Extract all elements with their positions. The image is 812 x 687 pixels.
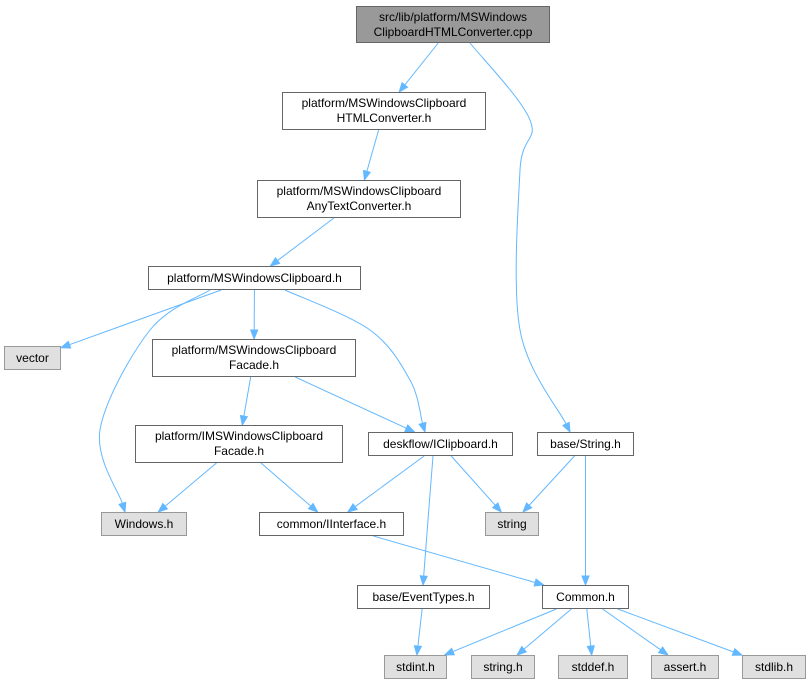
edge-arrowhead xyxy=(418,421,427,434)
edge-clip-to-windows xyxy=(98,289,211,504)
edge-arrowhead xyxy=(562,421,571,434)
node-label-line-1: Windows.h xyxy=(114,516,174,531)
edge-arrowhead xyxy=(419,575,428,587)
edge-iclip-to-string xyxy=(450,455,496,506)
node-label-line-1: string.h xyxy=(483,659,523,674)
edge-arrowhead xyxy=(239,414,249,427)
node-vector: vector xyxy=(4,346,61,370)
node-iinterface-header[interactable]: common/IInterface.h xyxy=(259,512,404,536)
edge-anytext-to-clip xyxy=(277,217,335,261)
node-label-line-1: Common.h xyxy=(556,589,615,604)
node-label-line-1: platform/MSWindowsClipboard.h xyxy=(167,270,342,285)
node-label-line-2: ClipboardHTMLConverter.cpp xyxy=(373,24,533,39)
node-iclipboard-header[interactable]: deskflow/IClipboard.h xyxy=(368,432,513,456)
edge-arrowhead xyxy=(118,501,127,514)
edge-arrowhead xyxy=(157,502,169,513)
edge-arrowhead xyxy=(533,578,546,587)
node-label-line-2: Facade.h xyxy=(213,444,265,458)
edge-clip-to-iclip xyxy=(284,289,423,424)
edge-src-to-string_h xyxy=(469,42,567,425)
edge-iclip-to-eventtypes xyxy=(423,455,434,577)
node-html-converter-header[interactable]: platform/MSWindowsClipboard HTMLConverte… xyxy=(282,92,486,130)
edge-arrowhead xyxy=(443,647,456,656)
node-label-line-1: platform/MSWindowsClipboard xyxy=(301,96,467,110)
node-label-line-1: vector xyxy=(16,350,49,365)
edge-arrowhead xyxy=(269,256,281,267)
node-label-line-1: common/IInterface.h xyxy=(276,516,387,531)
edge-arrowhead xyxy=(404,424,416,433)
edge-arrowhead xyxy=(362,169,372,182)
node-base-string-header[interactable]: base/String.h xyxy=(537,432,634,456)
edge-eventtypes-to-stdint xyxy=(417,608,423,647)
edge-arrowhead xyxy=(249,329,259,341)
node-label-line-2: Facade.h xyxy=(228,358,280,372)
node-mswindows-clipboard-header[interactable]: platform/MSWindowsClipboard.h xyxy=(148,266,361,290)
node-event-types-header[interactable]: base/EventTypes.h xyxy=(357,585,490,609)
node-source-file: src/lib/platform/MSWindows ClipboardHTML… xyxy=(356,6,550,43)
edge-src-to-html xyxy=(404,42,439,86)
edge-arrowhead xyxy=(346,502,359,513)
node-label-line-1: src/lib/platform/MSWindows xyxy=(378,9,528,24)
edge-arrowhead xyxy=(657,646,670,656)
node-label-line-1: assert.h xyxy=(663,659,707,674)
node-label-line-2: HTMLConverter.h xyxy=(336,111,432,125)
node-label-line-1: base/EventTypes.h xyxy=(372,589,475,604)
node-label-line-1: deskflow/IClipboard.h xyxy=(383,436,498,451)
edge-arrowhead xyxy=(586,645,595,657)
node-label-line-1: stdint.h xyxy=(396,659,435,674)
node-label-line-1: platform/IMSWindowsClipboard xyxy=(154,429,324,443)
edge-arrowhead xyxy=(491,502,503,514)
edge-facade-to-ifacade xyxy=(243,376,252,417)
edge-common-to-assert xyxy=(602,608,661,651)
edge-html-to-anytext xyxy=(366,129,380,172)
node-string-h: string.h xyxy=(471,655,535,679)
edge-ifacade-to-iinterface xyxy=(260,462,312,507)
node-stddef: stddef.h xyxy=(558,655,628,679)
edge-arrowhead xyxy=(413,645,423,657)
node-assert: assert.h xyxy=(651,655,719,679)
node-label-line-1: base/String.h xyxy=(550,436,621,451)
edge-arrowhead xyxy=(307,502,319,513)
edge-arrowhead xyxy=(581,575,590,587)
edge-facade-to-iclip xyxy=(294,376,407,429)
edge-common-to-stdint xyxy=(452,608,557,653)
node-iclipboard-facade-header[interactable]: platform/IMSWindowsClipboard Facade.h xyxy=(135,425,343,463)
edge-common-to-stdlib xyxy=(617,608,734,653)
node-clipboard-facade-header[interactable]: platform/MSWindowsClipboard Facade.h xyxy=(152,339,356,377)
node-common-header[interactable]: Common.h xyxy=(542,585,629,609)
node-string: string xyxy=(485,512,539,536)
node-label-line-1: platform/MSWindowsClipboard xyxy=(171,343,337,357)
node-label-line-1: stddef.h xyxy=(571,659,615,674)
edge-arrowhead xyxy=(516,645,528,656)
edge-iclip-to-iinterface xyxy=(354,455,425,508)
edge-common-to-stddef xyxy=(586,608,592,647)
edge-arrowhead xyxy=(398,81,409,94)
edge-common-to-cstring xyxy=(523,608,572,650)
node-anytext-converter-header[interactable]: platform/MSWindowsClipboard AnyTextConve… xyxy=(257,180,461,218)
edge-arrowhead xyxy=(522,502,533,514)
node-windows-header: Windows.h xyxy=(101,512,187,536)
node-label-line-1: string xyxy=(497,516,527,531)
node-stdint: stdint.h xyxy=(384,655,447,679)
node-label-line-1: stdlib.h xyxy=(754,659,794,674)
edge-string_h-to-string xyxy=(528,455,575,506)
node-stdlib: stdlib.h xyxy=(742,655,806,679)
edge-clip-to-vector xyxy=(69,289,222,346)
edge-arrowhead xyxy=(59,340,72,349)
edge-ifacade-to-windows xyxy=(164,462,217,507)
node-label-line-1: platform/MSWindowsClipboard xyxy=(276,184,442,198)
edge-iinterface-to-common xyxy=(373,535,536,583)
node-label-line-2: AnyTextConverter.h xyxy=(306,199,412,213)
edge-arrowhead xyxy=(731,647,744,656)
